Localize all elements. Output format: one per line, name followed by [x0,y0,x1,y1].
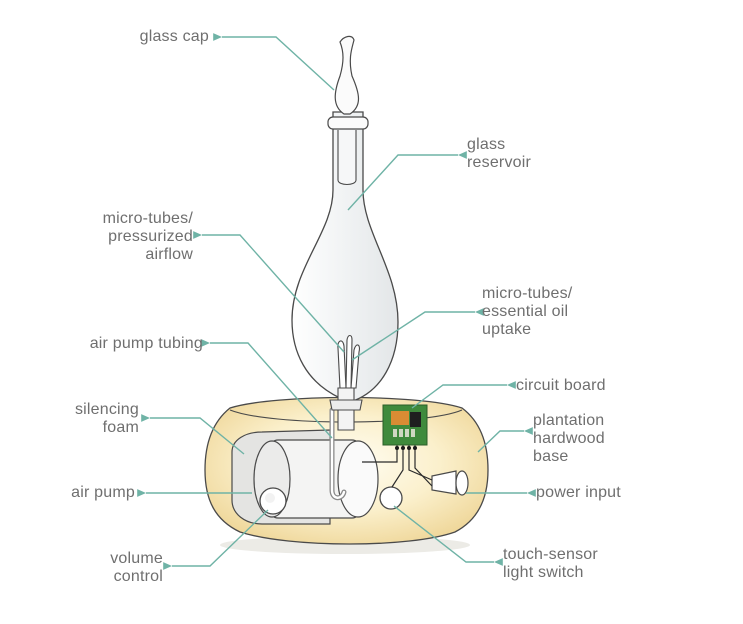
leader-lines [137,33,536,570]
label-circuit-board: circuit board [516,377,606,394]
label-glass-cap: glass cap [139,28,209,45]
label-air-pump-tubing: air pump tubing [89,335,203,352]
label-glass-reservoir: glass reservoir [467,136,532,171]
nozzle-flange [329,399,363,411]
glass-neck-ring [327,116,369,130]
leader-circuit-board [411,381,516,409]
label-micro-tubes-oil: micro-tubes/ essential oil uptake [482,285,573,338]
wiring [362,445,433,488]
air-pump-face [337,440,379,518]
label-micro-tubes-airflow: micro-tubes/ pressurized airflow [102,210,193,263]
label-power-input: power input [536,484,621,501]
leader-micro-tubes-oil [351,308,484,361]
leader-glass-cap [213,33,335,91]
leader-touch-sensor [393,505,503,566]
glass-cap [334,35,360,115]
leader-air-pump-tubing [201,339,333,439]
label-silencing-foam: silencing foam [74,401,139,436]
touch-sensor-button [379,486,403,510]
leader-hardwood-base [477,427,533,453]
label-plantation-base: plantation hardwood base [533,412,605,465]
leader-micro-tubes-airflow [193,231,345,353]
leader-silencing-foam [141,414,245,455]
leader-volume-control [163,509,269,570]
label-volume-control: volume control [110,550,163,585]
label-touch-sensor: touch-sensor light switch [503,546,598,581]
label-air-pump: air pump [71,484,135,501]
leader-glass-reservoir [347,151,467,211]
